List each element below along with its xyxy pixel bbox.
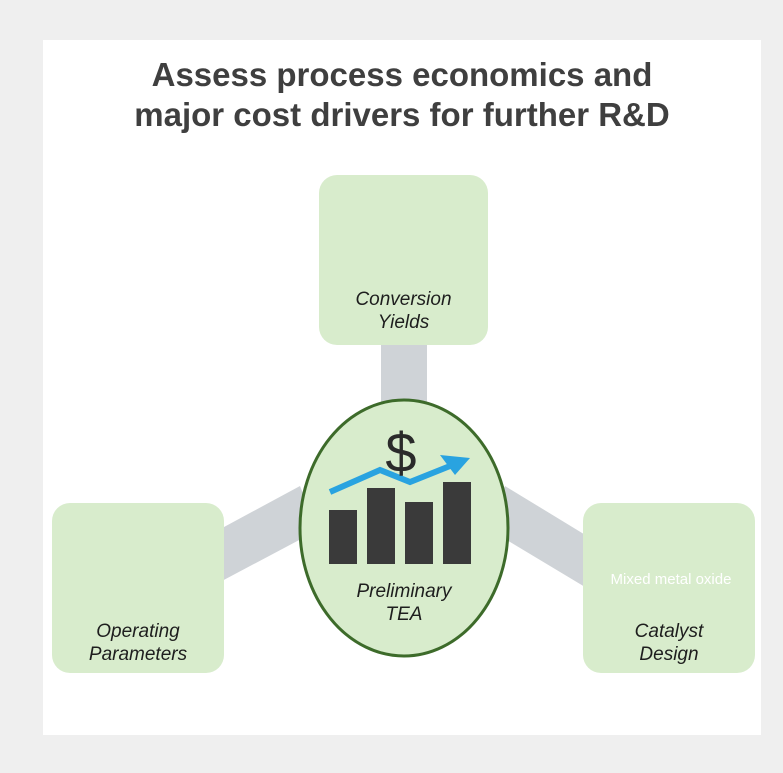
- label-operating-parameters: Operating Parameters: [52, 620, 224, 666]
- title-line-1: Assess process economics and: [151, 56, 653, 93]
- band-text: Mixed metal oxide: [610, 571, 732, 588]
- catalyst-band-label: Mixed metal oxide: [591, 570, 751, 590]
- connector-right: [490, 486, 610, 590]
- connector-left: [200, 486, 318, 582]
- label-catalyst-design: Catalyst Design: [583, 620, 755, 666]
- label-line-2: TEA: [385, 604, 423, 625]
- card-operating-parameters: [52, 503, 224, 673]
- label-line-1: Catalyst: [634, 621, 704, 642]
- label-line-2: Parameters: [88, 644, 188, 665]
- label-preliminary-tea: Preliminary TEA: [330, 580, 478, 626]
- label-line-1: Conversion: [355, 289, 452, 310]
- diagram-title: Assess process economics and major cost …: [43, 55, 761, 135]
- label-line-2: Design: [639, 644, 699, 665]
- label-line-1: Preliminary: [356, 581, 452, 602]
- label-conversion-yields: Conversion Yields: [319, 288, 488, 334]
- trend-arrow-icon: [328, 455, 470, 495]
- label-line-2: Yields: [377, 312, 430, 333]
- card-conversion-yields: [319, 175, 488, 345]
- card-catalyst-design: [583, 503, 755, 673]
- title-line-2: major cost drivers for further R&D: [134, 96, 670, 133]
- label-line-1: Operating: [96, 621, 180, 642]
- dollar-sign: $: [385, 421, 416, 484]
- bar-chart-icon: [329, 482, 471, 564]
